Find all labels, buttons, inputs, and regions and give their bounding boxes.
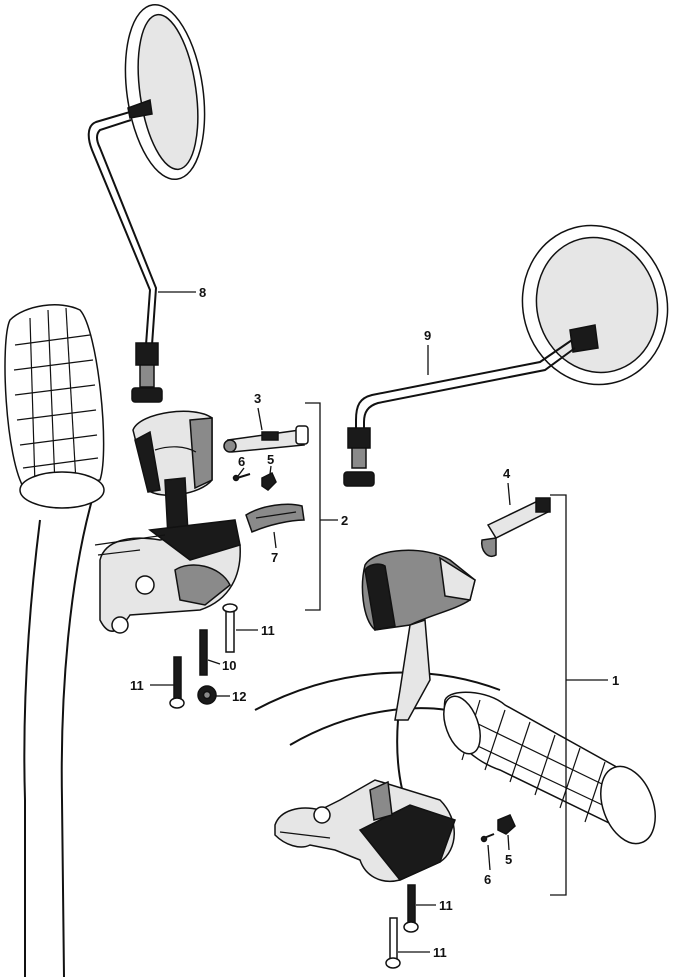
callout-9: 9 [424,328,431,343]
callout-11-right-upper: 11 [439,898,453,913]
callout-8: 8 [199,285,206,300]
callout-6-left: 6 [238,454,245,469]
callout-11-left-lower: 11 [130,678,144,693]
callout-11-right-lower: 11 [433,945,447,960]
left-grip [4,304,105,509]
spring-5-left [261,471,277,491]
callout-12: 12 [232,689,246,704]
right-mirror [343,224,669,487]
right-grip [443,691,656,845]
callout-5-left: 5 [267,452,274,467]
throttle-guide-4 [480,497,551,557]
bracket-assembly-2 [305,402,338,611]
left-switch-housing-lower [94,477,241,634]
left-mirror [87,3,206,403]
callout-10: 10 [222,658,236,673]
throttle-cable [394,618,431,816]
callout-7: 7 [271,550,278,565]
callout-3: 3 [254,391,261,406]
screw-11-right-lower [385,917,401,969]
callout-4: 4 [503,466,511,481]
leader-lines [150,291,511,953]
callout-11-left-upper: 11 [261,623,275,638]
switch-lever-3 [223,425,309,453]
callout-labels: 8 9 3 6 5 2 7 4 11 10 11 12 1 6 5 11 11 [130,285,619,960]
screw-11-right-upper [403,884,419,933]
callout-2: 2 [341,513,348,528]
left-switch-housing-upper [132,410,213,496]
screw-10 [199,629,208,676]
throttle-housing-lower [274,779,456,882]
bracket-assembly-1 [550,494,608,896]
spring-5-right [497,814,516,835]
switch-plate-7 [245,503,305,534]
handlebar-left [23,499,93,977]
screw-6-right [480,833,495,843]
screw-11-left-lower [169,656,185,709]
callout-1: 1 [612,673,619,688]
screw-11-left-upper [222,603,238,653]
throttle-housing-upper [361,549,476,631]
callout-5-right: 5 [505,852,512,867]
callout-6-right: 6 [484,872,491,887]
screw-6-left [232,473,251,482]
nut-12 [197,685,217,705]
